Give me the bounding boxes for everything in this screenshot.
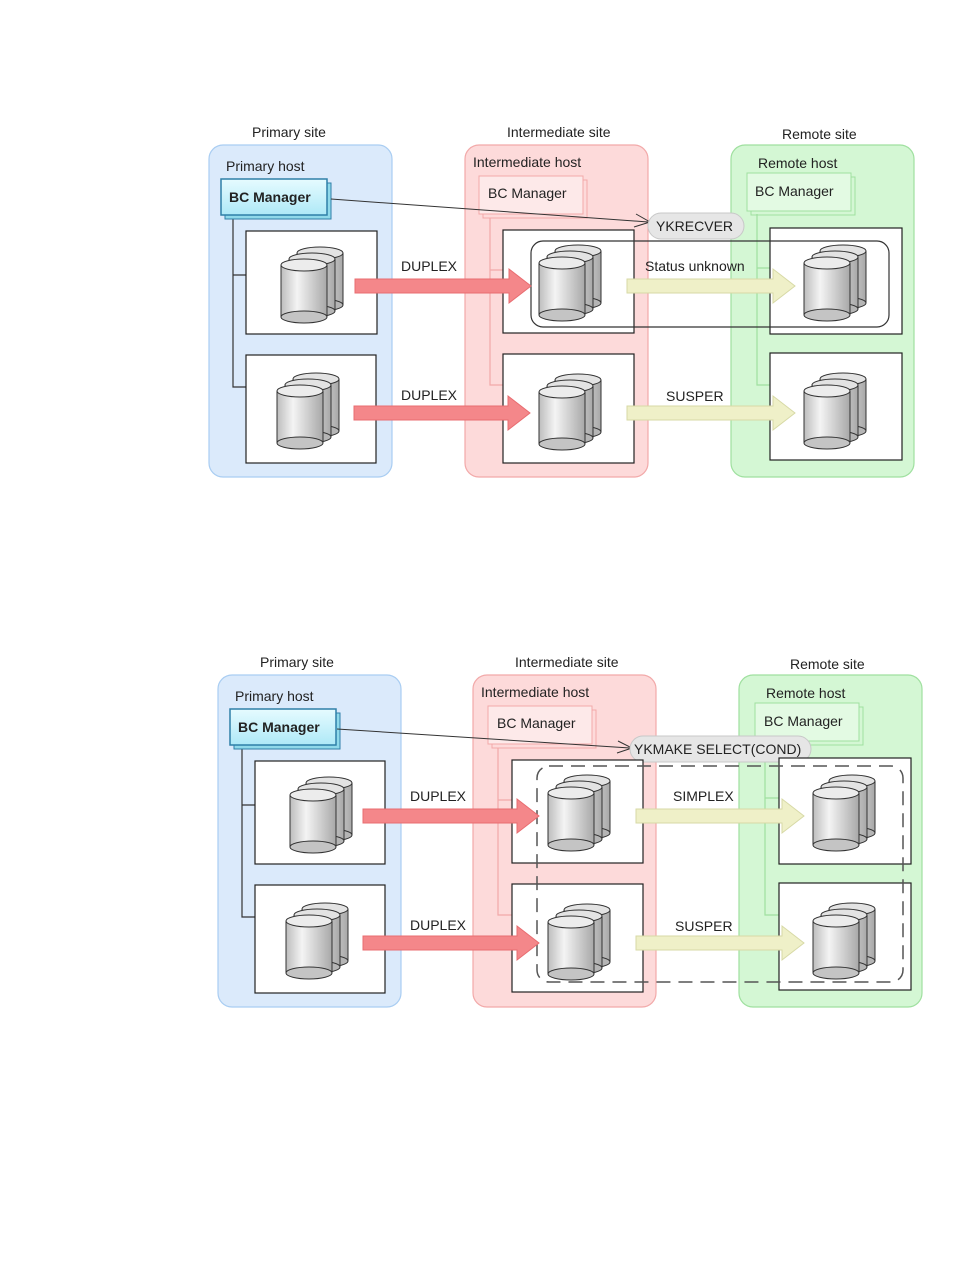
remote-bc-manager xyxy=(746,172,852,212)
command-label: YKMAKE SELECT(COND) xyxy=(634,741,801,757)
primary-site-label: Primary site xyxy=(252,124,326,140)
disk-icon xyxy=(547,903,611,981)
link-status-3: Status unknown xyxy=(645,258,745,274)
command-line xyxy=(330,198,649,223)
remote-site-label: Remote site xyxy=(782,126,857,142)
selection-outline xyxy=(530,240,890,328)
intermediate-bc-manager xyxy=(487,705,593,745)
link-status-1: DUPLEX xyxy=(410,788,467,804)
remote-host-label: Remote host xyxy=(758,155,837,171)
disk-icon xyxy=(289,776,353,854)
intermediate-bc-manager-label: BC Manager xyxy=(497,715,576,731)
primary-host-connector xyxy=(232,218,246,388)
disk-icon xyxy=(538,373,602,451)
remote-host-connector xyxy=(756,214,770,386)
link-status-3: SIMPLEX xyxy=(673,788,734,804)
primary-host-label: Primary host xyxy=(226,158,305,174)
intermediate-host-label: Intermediate host xyxy=(473,154,581,170)
primary-bc-manager-label: BC Manager xyxy=(238,719,320,735)
intermediate-host-connector xyxy=(497,748,512,916)
intermediate-host-connector xyxy=(489,218,503,386)
diagram-2: Primary site Intermediate site Remote si… xyxy=(217,654,923,1008)
intermediate-site-label: Intermediate site xyxy=(515,654,619,670)
intermediate-host-label: Intermediate host xyxy=(481,684,589,700)
link-status-1: DUPLEX xyxy=(401,258,458,274)
disk-icon xyxy=(812,902,876,980)
intermediate-bc-manager xyxy=(478,175,584,215)
diagram-1: Primary site Intermediate site Remote si… xyxy=(208,124,915,478)
link-status-4: SUSPER xyxy=(666,388,724,404)
link-status-2: DUPLEX xyxy=(410,917,467,933)
remote-site-label: Remote site xyxy=(790,656,865,672)
primary-host-label: Primary host xyxy=(235,688,314,704)
intermediate-site-label: Intermediate site xyxy=(507,124,611,140)
primary-bc-manager-label: BC Manager xyxy=(229,189,311,205)
primary-site-label: Primary site xyxy=(260,654,334,670)
disk-icon xyxy=(538,244,602,322)
disk-icon xyxy=(276,372,340,450)
intermediate-bc-manager-label: BC Manager xyxy=(488,185,567,201)
command-label: YKRECVER xyxy=(656,218,733,234)
remote-host-label: Remote host xyxy=(766,685,845,701)
primary-bc-manager xyxy=(229,708,337,746)
primary-bc-manager xyxy=(220,178,328,216)
disk-icon xyxy=(547,774,611,852)
command-bubble xyxy=(629,735,812,763)
disk-icon xyxy=(803,372,867,450)
disk-icon xyxy=(285,902,349,980)
link-status-2: DUPLEX xyxy=(401,387,458,403)
remote-bc-manager-label: BC Manager xyxy=(755,183,834,199)
remote-bc-manager-label: BC Manager xyxy=(764,713,843,729)
disk-icon xyxy=(803,244,867,322)
command-line xyxy=(336,728,631,749)
disk-icon xyxy=(812,774,876,852)
link-status-4: SUSPER xyxy=(675,918,733,934)
command-bubble xyxy=(647,212,745,240)
disk-icon xyxy=(280,246,344,324)
remote-host-connector xyxy=(764,744,779,916)
primary-host-connector xyxy=(241,748,255,918)
